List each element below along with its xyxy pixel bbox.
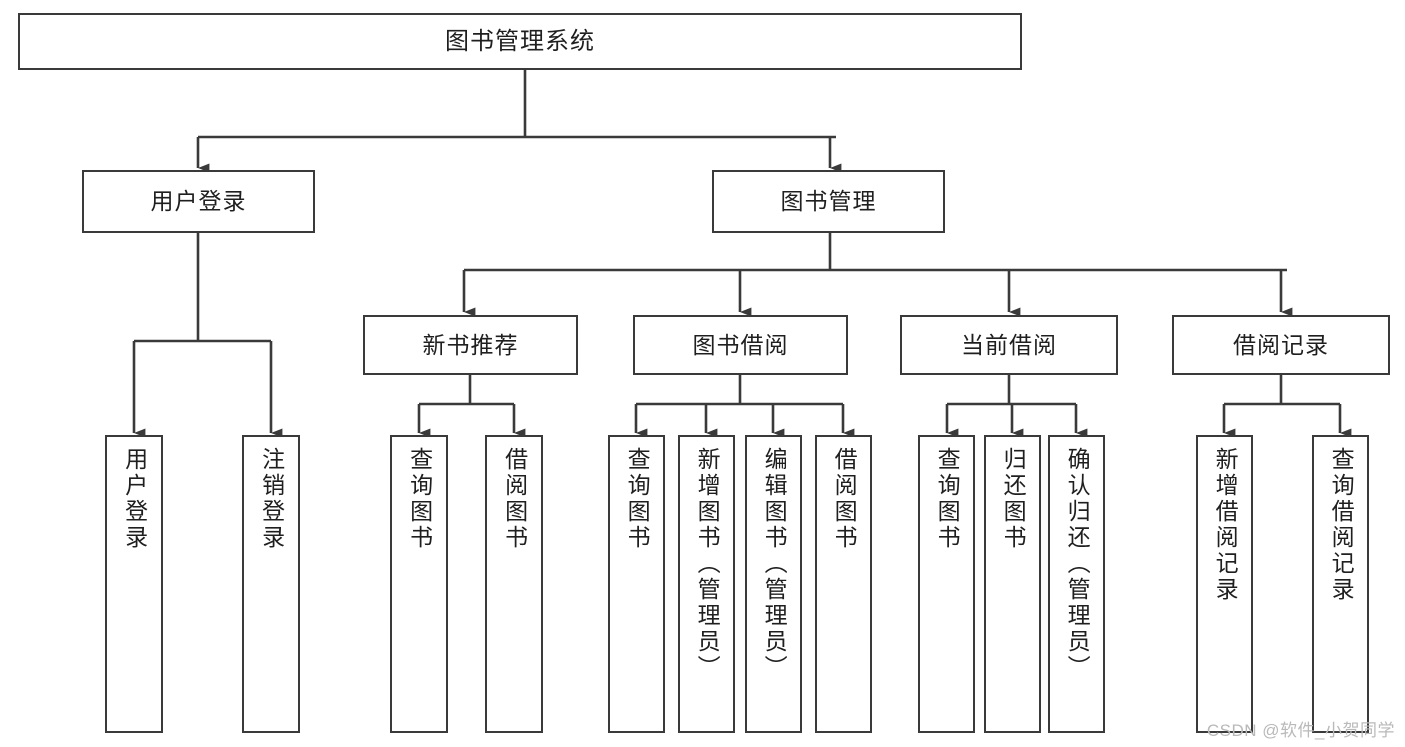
node-label: 图书管理系统 [445, 27, 595, 55]
node-label: 新增借阅记录 [1212, 447, 1239, 603]
node-user-login[interactable]: 用户登录 [82, 170, 315, 233]
node-label: 借阅图书 [831, 447, 858, 551]
node-label: 确认归还（管理员） [1064, 447, 1091, 681]
node-label: 归还图书 [1000, 447, 1027, 551]
node-leaf-borrow-book[interactable]: 借阅图书 [815, 435, 872, 733]
node-label: 查询图书 [406, 447, 433, 551]
node-borrow-record[interactable]: 借阅记录 [1172, 315, 1390, 375]
node-leaf-query-book-borrow[interactable]: 查询图书 [608, 435, 665, 733]
node-label: 借阅记录 [1233, 331, 1329, 358]
node-label: 新书推荐 [422, 331, 519, 358]
node-leaf-logout[interactable]: 注销登录 [242, 435, 300, 733]
node-label: 查询图书 [934, 447, 961, 551]
node-root-book-management-system[interactable]: 图书管理系统 [18, 13, 1022, 70]
node-label: 图书借阅 [692, 331, 789, 358]
node-label: 用户登录 [121, 447, 148, 551]
node-label: 图书管理 [780, 188, 877, 215]
node-book-borrow[interactable]: 图书借阅 [633, 315, 848, 375]
node-book-management[interactable]: 图书管理 [712, 170, 945, 233]
node-leaf-edit-book-admin[interactable]: 编辑图书（管理员） [745, 435, 802, 733]
watermark-text: CSDN @软件_小贺同学 [1206, 721, 1395, 740]
node-leaf-query-borrow-record[interactable]: 查询借阅记录 [1312, 435, 1369, 733]
node-label: 编辑图书（管理员） [761, 447, 788, 681]
node-label: 当前借阅 [961, 331, 1057, 358]
node-leaf-add-book-admin[interactable]: 新增图书（管理员） [678, 435, 735, 733]
node-leaf-confirm-return-admin[interactable]: 确认归还（管理员） [1048, 435, 1105, 733]
node-current-borrow[interactable]: 当前借阅 [900, 315, 1118, 375]
node-leaf-add-borrow-record[interactable]: 新增借阅记录 [1196, 435, 1253, 733]
node-label: 用户登录 [150, 188, 247, 215]
node-label: 查询图书 [624, 447, 651, 551]
node-leaf-borrow-book-recommend[interactable]: 借阅图书 [485, 435, 543, 733]
node-new-book-recommend[interactable]: 新书推荐 [363, 315, 578, 375]
node-label: 新增图书（管理员） [694, 447, 721, 681]
node-leaf-return-book[interactable]: 归还图书 [984, 435, 1041, 733]
node-label: 查询借阅记录 [1328, 447, 1355, 603]
node-leaf-query-book-current[interactable]: 查询图书 [918, 435, 975, 733]
node-leaf-user-login[interactable]: 用户登录 [105, 435, 163, 733]
node-label: 注销登录 [258, 447, 285, 551]
node-leaf-query-book-recommend[interactable]: 查询图书 [390, 435, 448, 733]
node-label: 借阅图书 [501, 447, 528, 551]
